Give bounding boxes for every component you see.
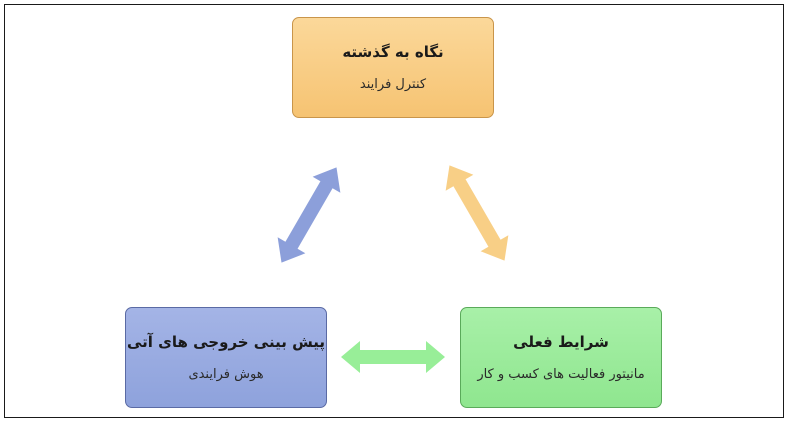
node-future-title: پیش بینی خروجی های آتی <box>126 333 326 351</box>
node-past-subtitle: کنترل فرایند <box>359 77 427 92</box>
arrow-past-current <box>445 165 509 261</box>
node-past-title: نگاه به گذشته <box>342 43 444 61</box>
diagram-frame <box>4 4 784 418</box>
node-current-subtitle: مانیتور فعالیت های کسب و کار <box>477 367 645 382</box>
arrow-future-past <box>277 167 341 263</box>
node-current-title: شرایط فعلی <box>513 333 609 351</box>
node-past: نگاه به گذشته کنترل فرایند <box>292 17 494 118</box>
node-future-subtitle: هوش فرایندی <box>188 367 264 382</box>
node-future: پیش بینی خروجی های آتی هوش فرایندی <box>125 307 327 408</box>
arrow-future-current <box>341 341 445 373</box>
node-current: شرایط فعلی مانیتور فعالیت های کسب و کار <box>460 307 662 408</box>
